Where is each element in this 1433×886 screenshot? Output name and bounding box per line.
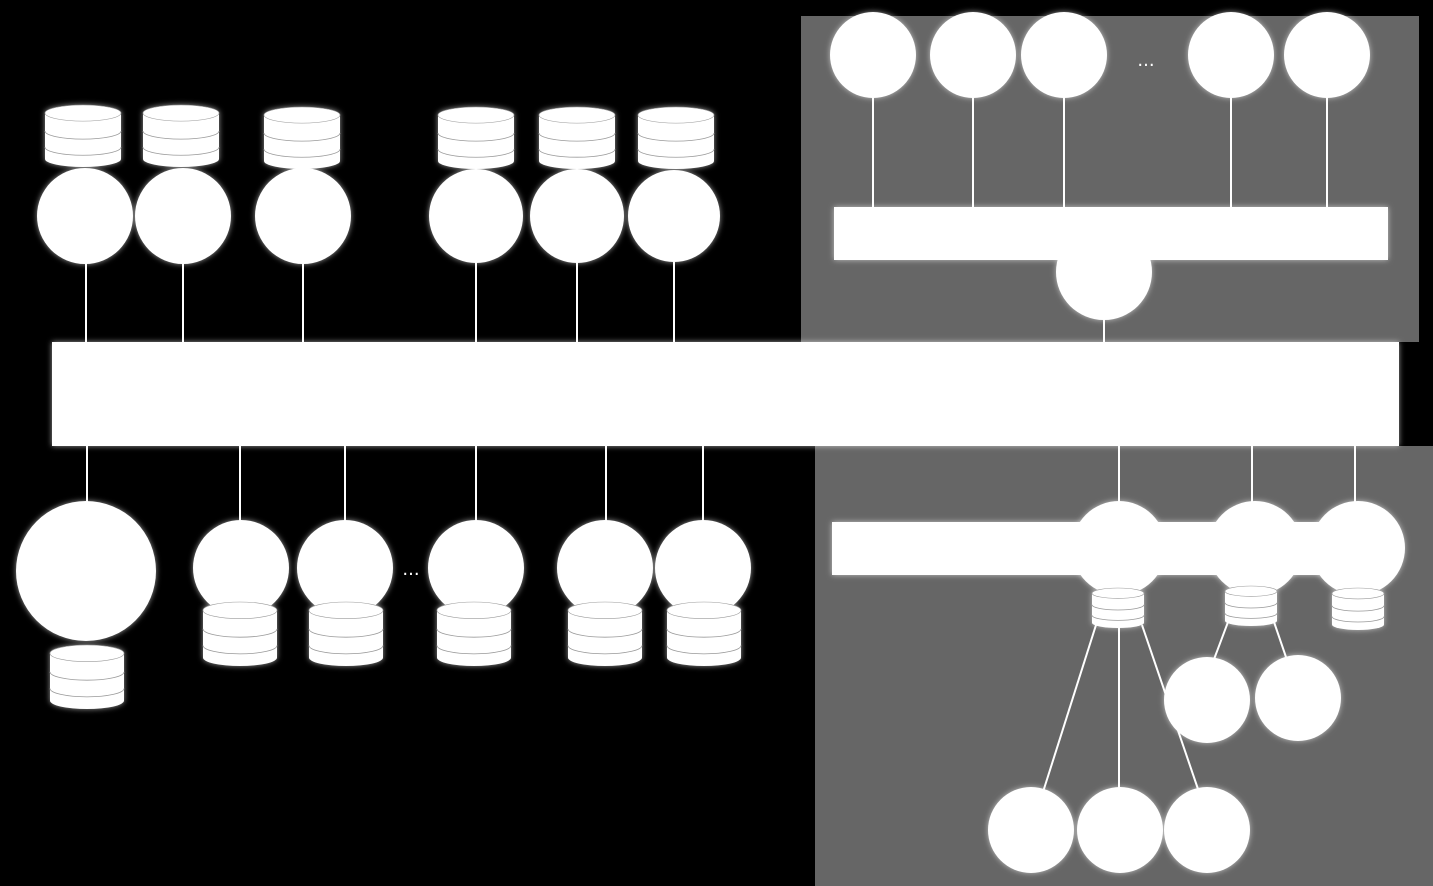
- database-icon: [538, 106, 616, 169]
- ellipsis-top-right: ...: [1137, 50, 1154, 71]
- top-left-nodes: [37, 168, 720, 264]
- database-icon: [44, 104, 122, 167]
- main-bus-bar: [52, 342, 1399, 446]
- bottom-right-children: [988, 655, 1341, 873]
- database-icon: [437, 106, 515, 169]
- node-circle: [193, 520, 289, 616]
- node-circle: [135, 168, 231, 264]
- database-icon: [263, 106, 341, 169]
- top-right-nodes: [830, 12, 1370, 98]
- node-circle: [428, 520, 524, 616]
- hub-node-circle: [1208, 501, 1302, 595]
- node-circle: [628, 170, 720, 262]
- database-icon: [202, 601, 278, 666]
- node-circle: [655, 520, 751, 616]
- bottom-left-nodes: [16, 501, 751, 641]
- database-icon: [1224, 585, 1278, 626]
- child-node-circle: [1077, 787, 1163, 873]
- node-circle: [830, 12, 916, 98]
- hub-node-circle: [1072, 501, 1166, 595]
- database-icon: [436, 601, 512, 666]
- node-circle: [930, 12, 1016, 98]
- bottom-left-databases: [49, 601, 742, 709]
- database-icon: [1331, 587, 1385, 630]
- database-icon: [49, 644, 125, 709]
- node-circle: [1284, 12, 1370, 98]
- database-icon: [637, 106, 715, 169]
- database-icon: [567, 601, 643, 666]
- database-icon: [666, 601, 742, 666]
- large-node-circle: [16, 501, 156, 641]
- bottom-right-hubs: [1072, 501, 1405, 595]
- database-icon: [1091, 587, 1145, 628]
- node-circle: [255, 168, 351, 264]
- database-icon: [308, 601, 384, 666]
- child-node-circle: [1255, 655, 1341, 741]
- node-circle: [1188, 12, 1274, 98]
- node-circle: [530, 169, 624, 263]
- database-icon: [142, 104, 220, 167]
- node-circle: [557, 520, 653, 616]
- hub-node-circle: [1311, 501, 1405, 595]
- child-node-circle: [1164, 787, 1250, 873]
- child-node-circle: [988, 787, 1074, 873]
- connector-lines: [85, 97, 1356, 793]
- node-circle: [297, 520, 393, 616]
- top-left-databases: [44, 104, 715, 169]
- node-circle: [429, 169, 523, 263]
- gateway-node: [1056, 224, 1152, 320]
- ellipsis-bottom-left: ...: [402, 559, 419, 580]
- bottom-right-databases: [1091, 585, 1385, 630]
- node-circle: [1021, 12, 1107, 98]
- child-node-circle: [1164, 657, 1250, 743]
- node-circle: [37, 168, 133, 264]
